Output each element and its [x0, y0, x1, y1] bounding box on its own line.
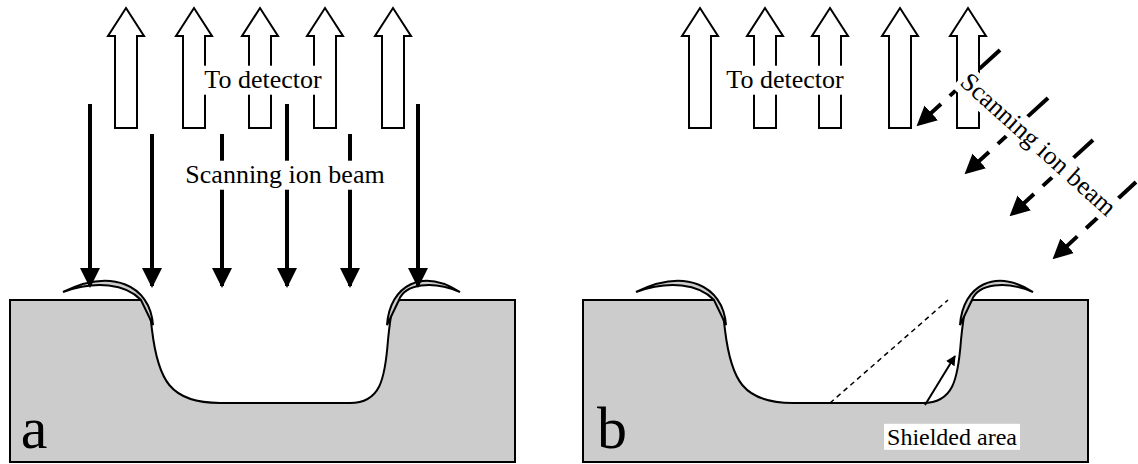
detector-label: To detector	[201, 66, 324, 95]
beam-label: Scanning ion beam	[182, 161, 387, 190]
beam-label: Scanning ion beam	[952, 66, 1124, 225]
shadow-line	[830, 300, 948, 403]
ion-beam-b	[918, 50, 1136, 258]
callout-label: Shielded area	[884, 424, 1020, 450]
sample-b	[583, 281, 1088, 462]
panel-letter: b	[597, 395, 627, 461]
panel-letter: a	[21, 395, 48, 461]
leader-arrow	[925, 356, 955, 405]
ion-beam-a	[90, 104, 418, 286]
sample-a	[10, 281, 515, 462]
detector-label: To detector	[723, 66, 846, 95]
